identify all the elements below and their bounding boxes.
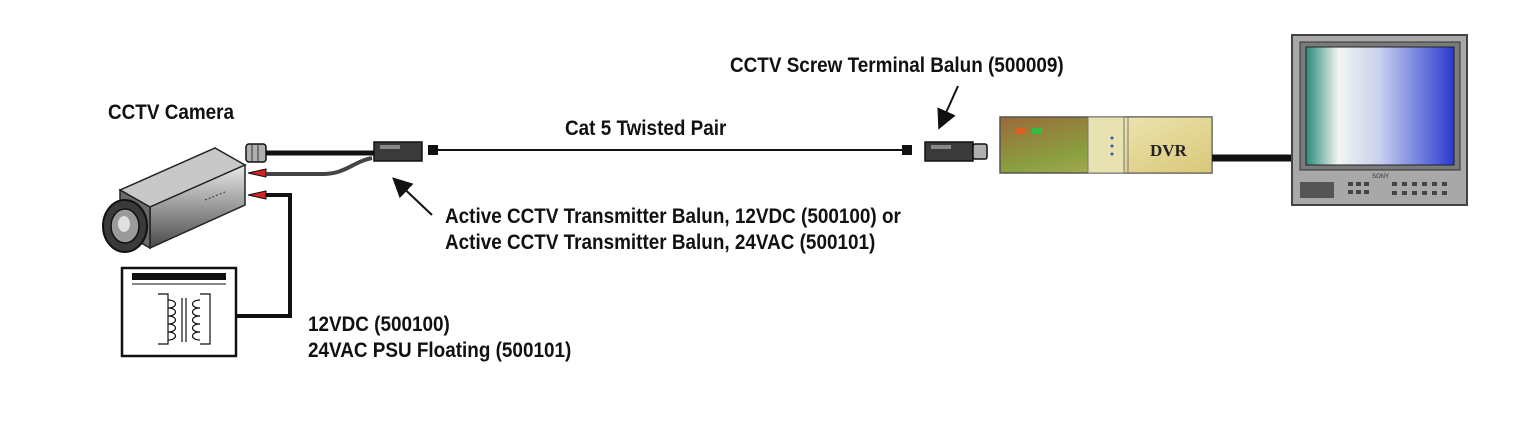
arrow-icon bbox=[392, 177, 433, 216]
power-cable bbox=[266, 156, 373, 177]
psu-line2: 24VAC PSU Floating (500101) bbox=[308, 339, 572, 362]
psu-cable bbox=[236, 193, 292, 318]
bnc-connector-icon bbox=[245, 143, 267, 163]
balun-icon bbox=[373, 141, 423, 162]
camera-icon bbox=[102, 147, 247, 253]
monitor-icon: SONY bbox=[1291, 34, 1468, 206]
screw-balun-icon bbox=[924, 141, 988, 162]
cat5-cable bbox=[428, 145, 912, 155]
psu-line1: 12VDC (500100) bbox=[308, 313, 450, 336]
camera-label: CCTV Camera bbox=[108, 101, 235, 124]
active-balun-line1: Active CCTV Transmitter Balun, 12VDC (50… bbox=[445, 205, 901, 228]
dvr-icon: DVR bbox=[999, 116, 1213, 174]
screw-balun-label: CCTV Screw Terminal Balun (500009) bbox=[730, 54, 1064, 77]
active-balun-label: Active CCTV Transmitter Balun, 12VDC (50… bbox=[445, 204, 901, 256]
power-terminal-icon bbox=[247, 168, 267, 200]
active-balun-line2: Active CCTV Transmitter Balun, 24VAC (50… bbox=[445, 231, 876, 254]
arrow-icon bbox=[937, 85, 959, 130]
transformer-icon bbox=[120, 266, 238, 358]
psu-label: 12VDC (500100) 24VAC PSU Floating (50010… bbox=[308, 312, 571, 364]
cable-label: Cat 5 Twisted Pair bbox=[565, 117, 727, 140]
monitor-brand: SONY bbox=[1372, 174, 1389, 180]
dvr-label: DVR bbox=[1150, 141, 1188, 160]
